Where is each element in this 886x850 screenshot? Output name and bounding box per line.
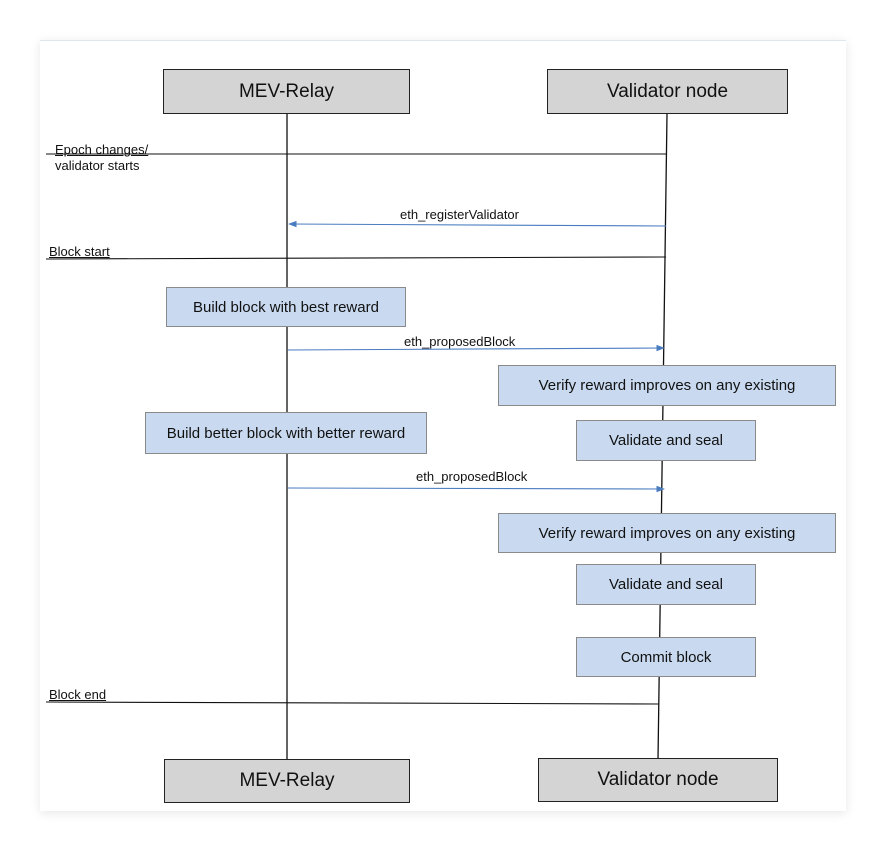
validator-header-top: Validator node <box>547 69 788 114</box>
epoch-label-line2: validator starts <box>55 158 140 173</box>
relay-header-bottom: MEV-Relay <box>164 759 410 803</box>
verify-reward-box-2: Verify reward improves on any existing <box>498 513 836 553</box>
register-message-label: eth_registerValidator <box>400 207 519 222</box>
block-start-label: Block start <box>49 244 110 259</box>
proposed-arrow-2 <box>287 485 666 493</box>
proposed-message-label-2: eth_proposedBlock <box>416 469 528 484</box>
validate-seal-box-1: Validate and seal <box>576 420 756 461</box>
block-end-event-line <box>45 701 660 705</box>
relay-header-top: MEV-Relay <box>163 69 410 114</box>
epoch-label-line1: Epoch changes/ <box>55 142 149 157</box>
proposed-message-label-1: eth_proposedBlock <box>404 334 516 349</box>
validator-header-bottom: Validator node <box>538 758 778 802</box>
verify-reward-box-1: Verify reward improves on any existing <box>498 365 836 406</box>
validate-seal-box-2: Validate and seal <box>576 564 756 605</box>
commit-block-box: Commit block <box>576 637 756 677</box>
build-block-box: Build block with best reward <box>166 287 406 327</box>
register-arrow <box>287 220 667 228</box>
block-end-label: Block end <box>49 687 107 702</box>
build-better-block-box: Build better block with better reward <box>145 412 427 454</box>
block-start-event-line <box>45 256 667 260</box>
proposed-arrow-1 <box>287 344 666 352</box>
